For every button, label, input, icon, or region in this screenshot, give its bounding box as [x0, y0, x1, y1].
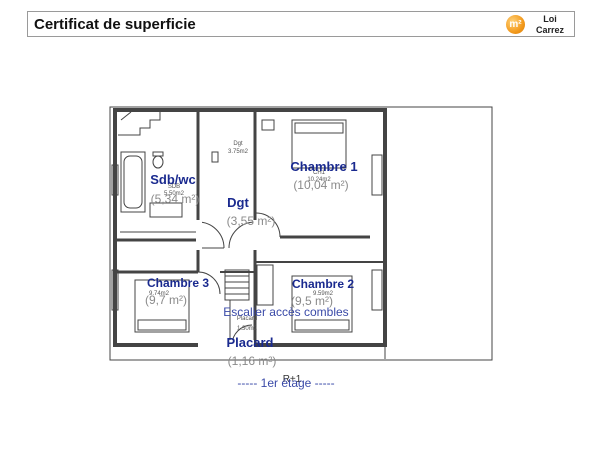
placard-plan-label: Placard: [237, 316, 257, 322]
placard-plan-area: 1.30m2: [237, 326, 258, 332]
title-bar: Certificat de superficie m² Loi Carrez: [27, 11, 575, 37]
escalier-name: Escalier accès combles: [223, 305, 348, 319]
page-title: Certificat de superficie: [34, 16, 196, 33]
door-openings: [196, 220, 259, 348]
chambre3-plan-area: 9.74m2: [149, 291, 170, 297]
floor-plan-label: R+1: [283, 374, 302, 385]
badge-line-1: Loi: [543, 14, 557, 24]
chambre1-name: Chambre 1: [290, 159, 357, 174]
sdb-plan-area: 5.50m2: [164, 191, 185, 197]
sdb-plan-label: SDB: [168, 184, 180, 190]
chambre1-plan-label: CH1: [313, 170, 326, 176]
chambre2-plan-area: 9.59m2: [313, 291, 334, 297]
chambre1-area: (10,04 m²): [293, 178, 348, 192]
badge-line-2: Carrez: [535, 25, 564, 35]
m2-logo-icon: m²: [506, 15, 525, 34]
plan-walls: [109, 106, 493, 361]
loi-carrez-badge: Loi Carrez: [528, 14, 572, 36]
dgt-plan-label: Dgt: [233, 141, 243, 147]
chambre1-plan-area: 10.24m2: [307, 177, 331, 183]
chambre3-area: (9,7 m²): [145, 293, 187, 307]
dgt-area: (3,55 m²): [227, 214, 276, 228]
chambre2-name: Chambre 2: [292, 277, 354, 291]
floor-label: ----- 1er étage -----: [237, 376, 334, 390]
chambre2-area: (9,5 m²): [291, 294, 333, 308]
placard-area: (1,16 m²): [228, 354, 277, 368]
chambre3-name: Chambre 3: [147, 276, 209, 290]
dgt-plan-area: 3.75m2: [228, 149, 249, 155]
sdb-area: (5,34 m²): [151, 192, 200, 206]
placard-name: Placard: [227, 335, 274, 350]
dgt-name: Dgt: [227, 195, 249, 210]
sdb-name: Sdb/wc: [150, 172, 196, 187]
